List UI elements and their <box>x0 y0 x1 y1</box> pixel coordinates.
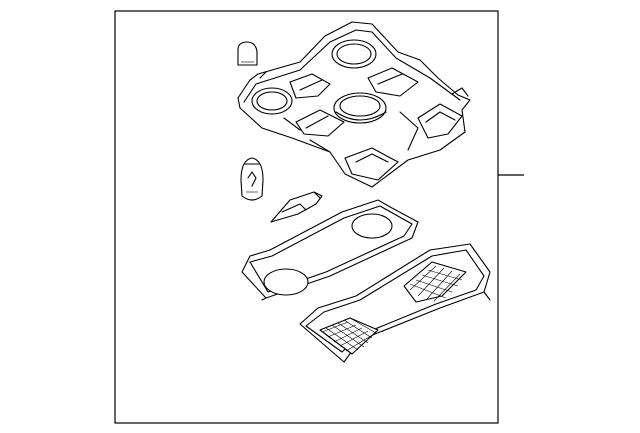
grille-right <box>403 261 467 303</box>
lens-panel <box>241 199 419 301</box>
left-cup-holder <box>251 87 293 115</box>
bulb <box>240 157 264 201</box>
lens-right <box>351 213 393 239</box>
lens-left <box>263 268 309 296</box>
lamp-lens-wedge <box>270 191 323 223</box>
top-cup-holder <box>331 39 377 69</box>
overhead-console-housing <box>237 21 471 188</box>
grille-left <box>319 317 379 355</box>
diagram-frame <box>114 10 499 424</box>
right-pocket <box>417 103 463 139</box>
bezel-grille-panel <box>299 243 491 363</box>
bulb-socket-cap <box>237 41 258 66</box>
center-ring <box>333 92 387 124</box>
bottom-pocket <box>344 147 399 181</box>
